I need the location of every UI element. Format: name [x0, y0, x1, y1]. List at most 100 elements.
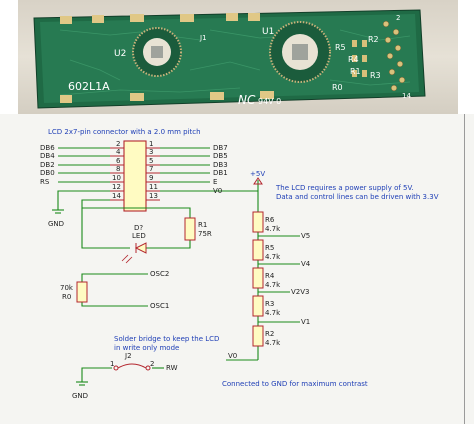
silk-pin14: 14 [402, 92, 411, 100]
ladder-val-r3: 4.7k [265, 309, 281, 317]
ladder-wires [226, 191, 300, 361]
pin-num-9: 9 [149, 174, 153, 182]
pcb-board: U1 U2 J1 602L1A R2 R3 R4 R5 R1 R0 2 14 N… [33, 9, 426, 109]
resistor-pads [352, 40, 367, 77]
silk-r0: R0 [332, 83, 343, 92]
pin-num-12: 12 [112, 183, 121, 191]
r1-value: 75R [198, 230, 212, 238]
ladder-val-r4: 4.7k [265, 281, 281, 289]
gnd-wire [57, 190, 110, 210]
pin-num-3: 3 [149, 148, 153, 156]
ladder-ref-r4: R4 [265, 272, 275, 280]
pin-num-8: 8 [116, 165, 120, 173]
signal-db4: DB4 [40, 152, 55, 160]
osc2-label: OSC2 [150, 270, 169, 278]
connector-title: LCD 2x7-pin connector with a 2.0 mm pitc… [48, 128, 201, 136]
r0-value: 70k [60, 284, 74, 292]
gnd-label-2: GND [72, 392, 88, 400]
j2-pin-2: 2 [150, 360, 154, 368]
connector-body [123, 140, 147, 212]
contrast-note: Connected to GND for maximum contrast [222, 380, 368, 388]
ladder-val-r2: 4.7k [265, 339, 281, 347]
osc1-label: OSC1 [150, 302, 169, 310]
led-ref: D? [134, 224, 143, 232]
signal-db6: DB6 [40, 144, 55, 152]
silk-r3: R3 [370, 71, 381, 80]
ladder-val-r5: 4.7k [265, 253, 281, 261]
led-value: LED [132, 232, 146, 240]
signal-e: E [213, 178, 217, 186]
silk-logo: NC [238, 93, 256, 107]
silk-r4: R4 [348, 55, 359, 64]
header-holes [382, 20, 406, 92]
silk-r5: R5 [335, 43, 346, 52]
j2-pin-1: 1 [110, 360, 114, 368]
ladder-net-v2v3: V2V3 [291, 288, 309, 296]
ladder-net-v4: V4 [301, 260, 311, 268]
r0-ref: R0 [62, 293, 71, 301]
ladder-ref-r5: R5 [265, 244, 274, 252]
pin-num-4: 4 [116, 148, 121, 156]
signal-rs: RS [40, 178, 50, 186]
silk-u2: U2 [114, 49, 126, 59]
pin-num-2: 2 [116, 140, 120, 148]
led-wire [81, 199, 191, 249]
ladder-net-v1: V1 [301, 318, 310, 326]
right-signal-wires [160, 147, 258, 192]
ladder-ref-r6: R6 [265, 216, 275, 224]
signal-db2: DB2 [40, 161, 55, 169]
signal-db1: DB1 [213, 169, 228, 177]
pin-num-7: 7 [149, 165, 153, 173]
gnd-symbol-2 [76, 381, 88, 386]
left-signal-wires [58, 147, 110, 183]
ladder-ref-r2: R2 [265, 330, 274, 338]
ladder-resistors [252, 211, 264, 347]
signal-db0: DB0 [40, 169, 55, 177]
power-label: +5V [250, 170, 265, 178]
osc-wires [81, 273, 148, 307]
pin-num-10: 10 [112, 174, 121, 182]
solder-bridge-j2 [113, 363, 151, 371]
chip-u2 [132, 27, 182, 77]
bridge-note-line-1: Solder bridge to keep the LCD [114, 335, 219, 343]
power-note-line-1: The LCD requires a power supply of 5V. [275, 184, 414, 192]
connector-pin-lines [110, 147, 160, 201]
signal-v0: V0 [213, 187, 222, 195]
chip-u1 [269, 21, 331, 83]
signal-db3: DB3 [213, 161, 228, 169]
r0-resistor [76, 281, 88, 303]
signal-db7: DB7 [213, 144, 228, 152]
gnd-symbol [52, 209, 64, 214]
edge-connector-pads [60, 13, 274, 103]
gnd-label: GND [48, 220, 64, 228]
j2-ref: J2 [124, 352, 132, 360]
silk-model: 602L1A [68, 80, 110, 93]
schematic-sheet [0, 114, 474, 424]
power-note-line-2: Data and control lines can be driven wit… [276, 193, 439, 201]
rw-label: RW [166, 364, 178, 372]
pin-num-14: 14 [112, 192, 121, 200]
pin-num-11: 11 [149, 183, 158, 191]
ladder-net-v5: V5 [301, 232, 310, 240]
pin-num-5: 5 [149, 157, 153, 165]
pin-num-13: 13 [149, 192, 158, 200]
ladder-ref-r3: R3 [265, 300, 274, 308]
silk-j1: J1 [199, 34, 207, 42]
silk-pin2: 2 [396, 14, 400, 22]
led-symbol [121, 242, 147, 264]
power-symbol [253, 177, 263, 191]
bridge-wires [81, 367, 164, 382]
ladder-val-r6: 4.7k [265, 225, 281, 233]
r1-resistor [184, 217, 196, 241]
silk-rating: 94V-0 [258, 97, 281, 106]
pin-num-6: 6 [116, 157, 121, 165]
silk-r1: R1 [350, 67, 361, 76]
sheet-border [464, 114, 465, 424]
silk-r2: R2 [368, 35, 379, 44]
ladder-net-v0: V0 [228, 352, 237, 360]
r1-ref: R1 [198, 221, 207, 229]
bridge-note-line-2: in write only mode [114, 344, 179, 352]
silk-u1: U1 [262, 27, 274, 37]
signal-db5: DB5 [213, 152, 228, 160]
